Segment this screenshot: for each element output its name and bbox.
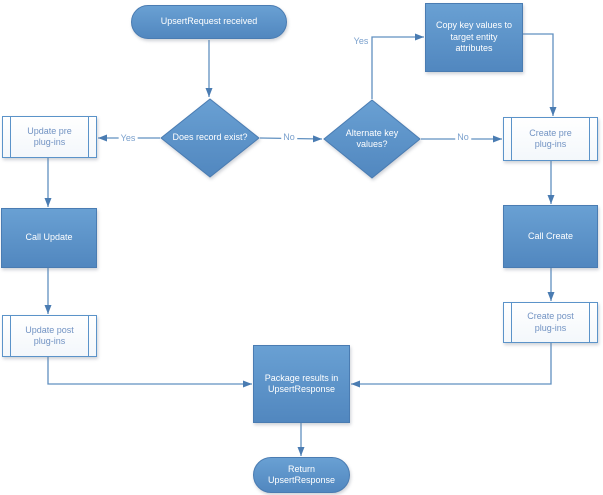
edge-label-altkey-yes: Yes — [351, 36, 371, 46]
update-post-predefined: Update post plug-ins — [2, 315, 97, 357]
call-update-process: Call Update — [1, 208, 97, 268]
alternate-key-decision: Alternate key values? — [323, 99, 421, 179]
update-pre-label: Update pre plug-ins — [27, 125, 72, 148]
edge-label-altkey-no: No — [455, 132, 471, 142]
call-update-label: Call Update — [25, 232, 73, 243]
end-terminator-label: Return UpsertResponse — [267, 463, 336, 486]
edge-create-post-to-package — [351, 343, 552, 388]
start-terminator: UpsertRequest received — [131, 5, 287, 39]
package-results-label: Package results in UpsertResponse — [264, 372, 339, 395]
end-terminator: Return UpsertResponse — [253, 457, 350, 493]
edge-label-exist-no: No — [281, 132, 297, 142]
copy-keys-process: Copy key values to target entity attribu… — [425, 3, 523, 72]
alternate-key-label: Alternate key values? — [345, 127, 399, 150]
package-results-process: Package results in UpsertResponse — [253, 345, 350, 423]
call-create-process: Call Create — [503, 205, 598, 268]
update-pre-predefined: Update pre plug-ins — [2, 116, 97, 158]
create-post-predefined: Create post plug-ins — [503, 302, 598, 343]
edge-copy-keys-to-create-pre — [523, 33, 557, 116]
call-create-label: Call Create — [527, 230, 574, 241]
edge-altkey-yes-to-copy-keys — [371, 33, 424, 99]
diamond-shape — [160, 98, 260, 178]
create-pre-label: Create pre plug-ins — [529, 127, 572, 150]
edge-update-post-to-package — [47, 357, 252, 388]
update-post-label: Update post plug-ins — [25, 324, 74, 347]
does-record-exist-label: Does record exist? — [172, 132, 248, 143]
create-pre-predefined: Create pre plug-ins — [503, 117, 598, 161]
copy-keys-label: Copy key values to target entity attribu… — [435, 20, 513, 54]
create-post-label: Create post plug-ins — [527, 311, 574, 333]
edge-label-exist-yes: Yes — [118, 133, 138, 143]
start-terminator-label: UpsertRequest received — [160, 16, 258, 27]
diamond-shape — [323, 99, 421, 179]
does-record-exist-decision: Does record exist? — [160, 98, 260, 178]
